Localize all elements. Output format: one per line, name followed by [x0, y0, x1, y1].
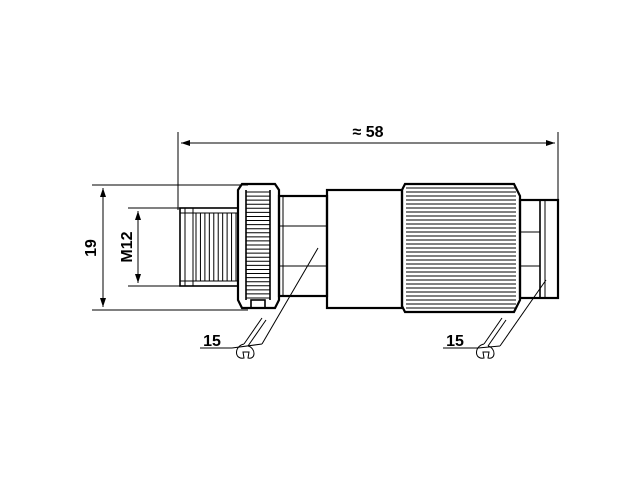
height-label: 19 [83, 239, 100, 257]
knurled-coupling-nut [236, 182, 281, 310]
thread-dimension: M12 [119, 207, 180, 287]
connector-body [179, 182, 560, 314]
middle-sleeve [277, 194, 329, 298]
threaded-tip [179, 207, 239, 287]
overall-length-label: ≈ 58 [352, 124, 383, 141]
right-leader-line [499, 279, 547, 347]
main-housing [325, 188, 404, 310]
left-wrench-callout: 15 [200, 247, 319, 359]
cable-end-cap [518, 198, 560, 300]
right-wrench-size: 15 [446, 333, 464, 350]
height-dimension: 19 [83, 184, 248, 311]
wrench-icon-right [476, 317, 507, 359]
right-wrench-callout: 15 [443, 279, 547, 359]
left-leader-line [261, 247, 319, 345]
thread-label: M12 [119, 231, 136, 262]
left-leader-tail [231, 343, 263, 349]
overall-length-dimension: ≈ 58 [177, 124, 559, 210]
wrench-icon-left [236, 317, 267, 359]
knurled-rear-nut [400, 182, 522, 314]
right-leader-tail [477, 345, 501, 349]
left-wrench-size: 15 [203, 333, 221, 350]
